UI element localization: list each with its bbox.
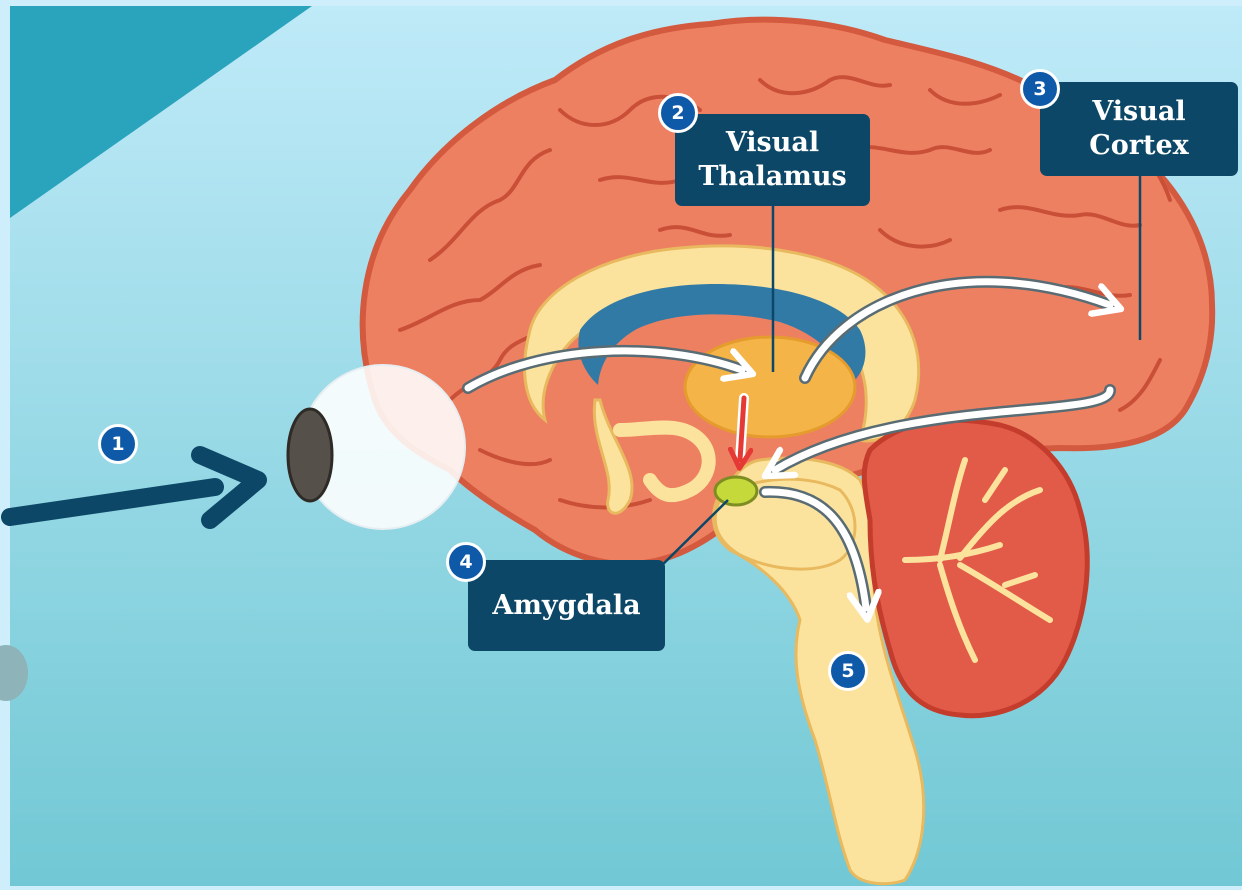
step-badge-2: 2: [658, 93, 698, 133]
cerebellum: [864, 420, 1087, 715]
visual-thalamus-label-line-2: Thalamus: [698, 160, 846, 194]
top-border: [0, 0, 1242, 6]
step-badge-4: 4: [446, 542, 486, 582]
visual-thalamus-label-line-1: Visual: [726, 126, 819, 160]
amygdala-label-text: Amygdala: [492, 589, 640, 623]
amygdala-label: Amygdala: [468, 560, 665, 651]
visual-cortex-label: Visual Cortex: [1040, 82, 1238, 176]
thalamus: [685, 337, 855, 437]
step-badge-5: 5: [828, 651, 868, 691]
left-border: [0, 0, 10, 886]
visual-thalamus-label: Visual Thalamus: [675, 114, 870, 206]
visual-cortex-label-line-2: Cortex: [1089, 129, 1188, 163]
step-badge-3: 3: [1020, 69, 1060, 109]
step-badge-1: 1: [98, 424, 138, 464]
pupil: [288, 409, 332, 501]
amygdala: [715, 477, 757, 505]
visual-cortex-label-line-1: Visual: [1092, 95, 1185, 129]
